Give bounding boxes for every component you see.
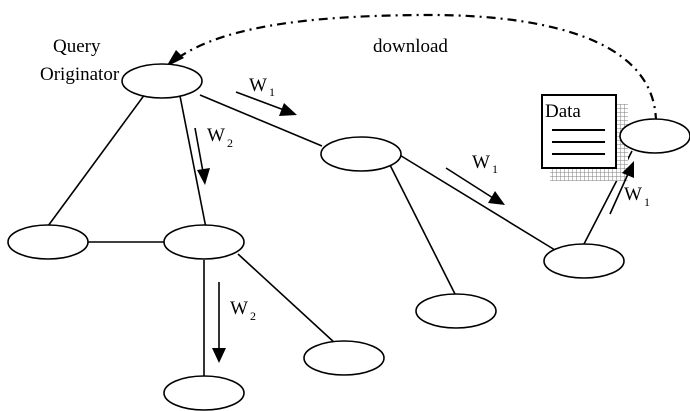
weight-letter: W [207,125,225,146]
edge-origin-mid [199,94,323,147]
weight-label-w1-second: W 1 [472,152,498,176]
node-data-holder [619,118,690,154]
direction-arrows [194,91,634,363]
arrow-w1-third [609,173,629,215]
node-query-originator [121,63,203,99]
weight-label-w1-third: W 1 [624,184,650,209]
weight-letter: W [624,184,642,205]
query-label-line1: Query [53,36,101,57]
node-lower-right [303,340,385,376]
edge-mid-right [397,153,556,251]
node-right [543,243,625,279]
query-label-line2: Originator [40,64,120,85]
edges [47,89,633,378]
node-left [7,224,89,260]
edge-origin-center [179,95,207,229]
data-document: Data [541,94,628,181]
edge-origin-left [47,89,149,227]
node-lower-middle [415,293,497,329]
arrow-w1-second [445,167,494,199]
labels: Query Originator download W 1 W 1 W 1 W … [40,36,650,323]
edge-center-lowright [237,253,337,345]
arrowhead [488,191,505,205]
weight-letter: W [472,152,490,173]
arrowhead [279,103,297,116]
node-middle [320,136,402,172]
weight-label-w2-first: W 2 [207,125,233,150]
weight-subscript: 1 [492,162,498,176]
nodes [7,63,690,411]
weight-label-w2-second: W 2 [230,298,256,323]
data-label: Data [545,101,581,122]
download-arrowhead [166,50,184,67]
weight-letter: W [230,298,248,319]
arrowhead [197,168,210,185]
weight-label-w1-first: W 1 [249,75,275,99]
arrowhead [212,348,226,363]
arrowhead [622,161,634,178]
arrow-w1-first [235,91,285,111]
weight-letter: W [249,75,267,96]
weight-subscript: 1 [644,195,650,209]
document-sheet [541,94,617,169]
node-bottom [163,375,245,411]
weight-subscript: 1 [269,85,275,99]
weight-subscript: 2 [227,136,233,150]
download-label: download [373,36,448,57]
arrow-w2-first [194,127,204,173]
weight-subscript: 2 [250,309,256,323]
node-center [163,224,245,260]
edge-mid-lowmid [389,164,457,297]
